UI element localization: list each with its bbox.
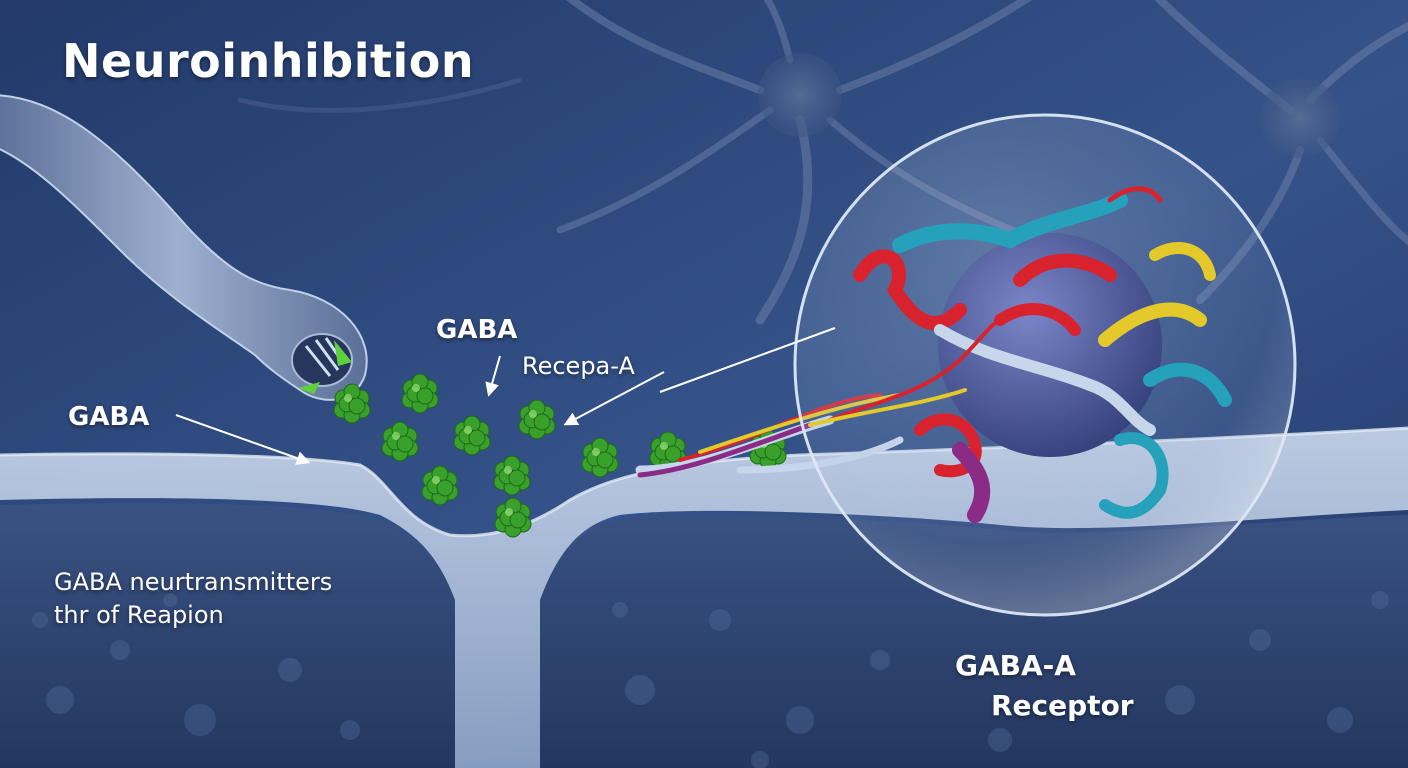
recepa-arrow — [563, 371, 665, 426]
gaba-molecule — [333, 383, 371, 424]
caption-line-1: GABA neurtransmitters — [54, 568, 333, 596]
cytoplasm-bubbles — [32, 591, 1389, 768]
gaba-left-arrow — [175, 414, 311, 465]
gaba-label-left: GABA — [68, 402, 150, 432]
recepa-label: Recepa-A — [522, 352, 635, 380]
background-neuron-soma — [1260, 78, 1340, 158]
gaba-molecule — [493, 455, 531, 496]
gaba-label-top: GABA — [436, 315, 518, 345]
gaba-molecule — [453, 415, 491, 456]
gaba-molecule — [581, 437, 619, 478]
page-title: Neuroinhibition — [62, 34, 475, 88]
gaba-molecules — [333, 373, 787, 538]
background-neuron-soma — [758, 53, 842, 137]
gaba-molecule — [494, 497, 532, 538]
receptor-core — [938, 233, 1162, 457]
gaba-top-arrow — [485, 355, 501, 397]
neurotransmitter-caption: GABA neurtransmitters thr of Reapion — [54, 566, 332, 632]
receptor-helices — [808, 186, 1232, 523]
caption-line-2: thr of Reapion — [54, 601, 224, 629]
gaba-molecule — [421, 465, 459, 506]
released-gaba-fragment — [298, 382, 320, 394]
receptor-pointer-line — [659, 327, 836, 393]
receptor-label-line-1: GABA-A — [955, 649, 1076, 682]
gaba-molecule — [401, 373, 439, 414]
gaba-molecule — [381, 421, 419, 462]
released-gaba-fragment — [334, 340, 352, 366]
gaba-molecule — [518, 399, 556, 440]
receptor-label-line-2: Receptor — [991, 689, 1134, 722]
receptor-label: GABA-A Receptor — [955, 646, 1134, 726]
